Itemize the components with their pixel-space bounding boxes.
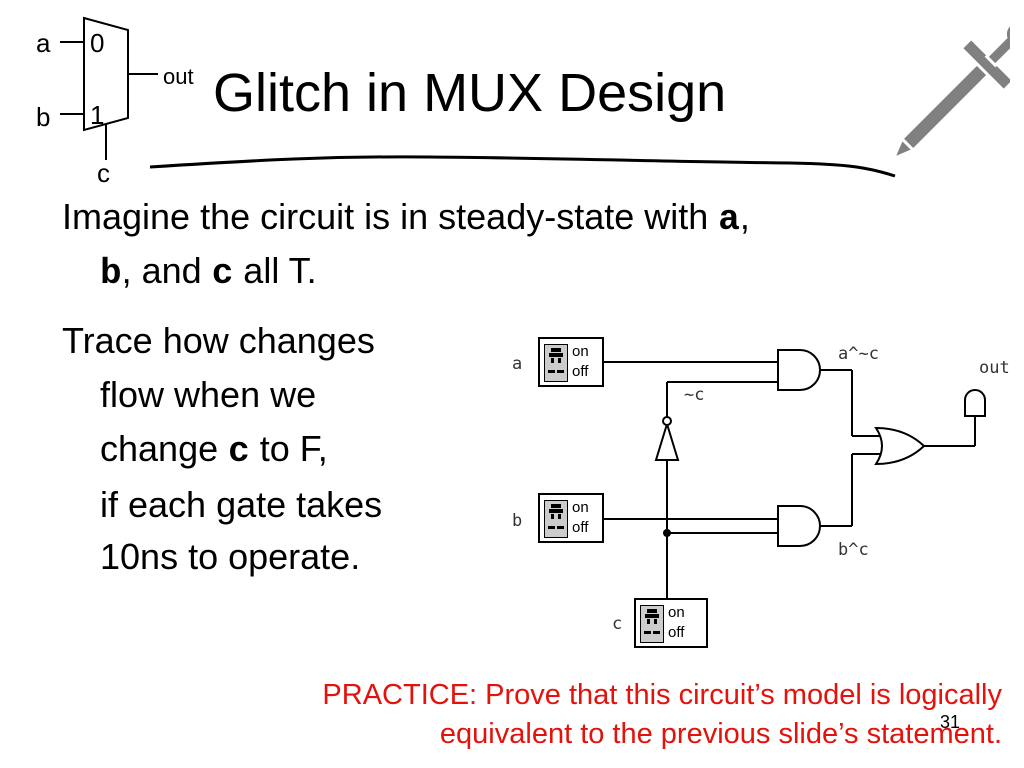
intro-sep1: , [739, 196, 750, 237]
circuit-label-a: a [512, 354, 523, 374]
mux-output-label: out [163, 64, 194, 89]
switch-b-on-label: on [572, 499, 589, 516]
switch-b-off-label: off [572, 519, 589, 536]
practice-note: PRACTICE: Prove that this circuit’s mode… [182, 676, 1002, 754]
switch-c-off-label: off [668, 624, 685, 641]
circuit-label-b: b [512, 511, 523, 531]
intro-paragraph: Imagine the circuit is in steady-state w… [62, 196, 962, 241]
var-c-2: c [228, 431, 250, 472]
trace-line-1: Trace how changes [62, 320, 375, 361]
switch-knob-icon [640, 605, 664, 643]
mux-port-0-label: 0 [90, 28, 105, 58]
mux-input-b-label: b [36, 102, 51, 132]
circuit-label-b-and-c: b^c [838, 540, 869, 560]
circuit-label-a-and-not-c: a^~c [838, 344, 879, 364]
switch-knob-icon [544, 344, 568, 382]
slide-title: Glitch in MUX Design [213, 63, 727, 123]
mux-symbol [60, 16, 158, 160]
mux-input-a-label: a [36, 28, 51, 58]
intro-sep2: , and [121, 250, 212, 291]
var-a: a [718, 199, 740, 240]
switch-c-on-label: on [668, 604, 685, 621]
practice-line-2: equivalent to the previous slide’s state… [439, 718, 1002, 751]
sword-icon [890, 23, 1010, 162]
trace-line-4: if each gate takes [100, 484, 383, 525]
var-c: c [211, 253, 234, 294]
var-b: b [100, 253, 122, 294]
mux-select-c-label: c [97, 158, 110, 188]
mux-port-1-label: 1 [90, 100, 105, 130]
page-number: 31 [940, 712, 961, 732]
trace-line-5: 10ns to operate. [100, 536, 361, 577]
circuit-label-out: out [979, 358, 1010, 378]
switch-a-on-label: on [572, 343, 589, 360]
trace-line-3-b: to F, [249, 428, 328, 469]
intro-text: Imagine the circuit is in steady-state w… [62, 196, 719, 237]
title-divider [149, 155, 896, 178]
trace-line-3: change c to F, [100, 428, 328, 473]
intro-tail: all T. [233, 250, 317, 291]
switch-b[interactable]: on off [538, 493, 604, 543]
circuit-label-c: c [612, 614, 623, 634]
practice-line-1: PRACTICE: Prove that this circuit’s mode… [322, 679, 1002, 711]
circuit-label-not-c: ~c [684, 385, 705, 405]
trace-line-3-a: change [100, 428, 229, 469]
switch-a-off-label: off [572, 363, 589, 380]
switch-a[interactable]: on off [538, 337, 604, 387]
switch-c[interactable]: on off [634, 598, 708, 648]
trace-line-2: flow when we [100, 374, 317, 415]
circuit-diagram [604, 349, 986, 598]
switch-knob-icon [544, 500, 568, 538]
intro-paragraph-cont: b, and c all T. [100, 250, 317, 295]
